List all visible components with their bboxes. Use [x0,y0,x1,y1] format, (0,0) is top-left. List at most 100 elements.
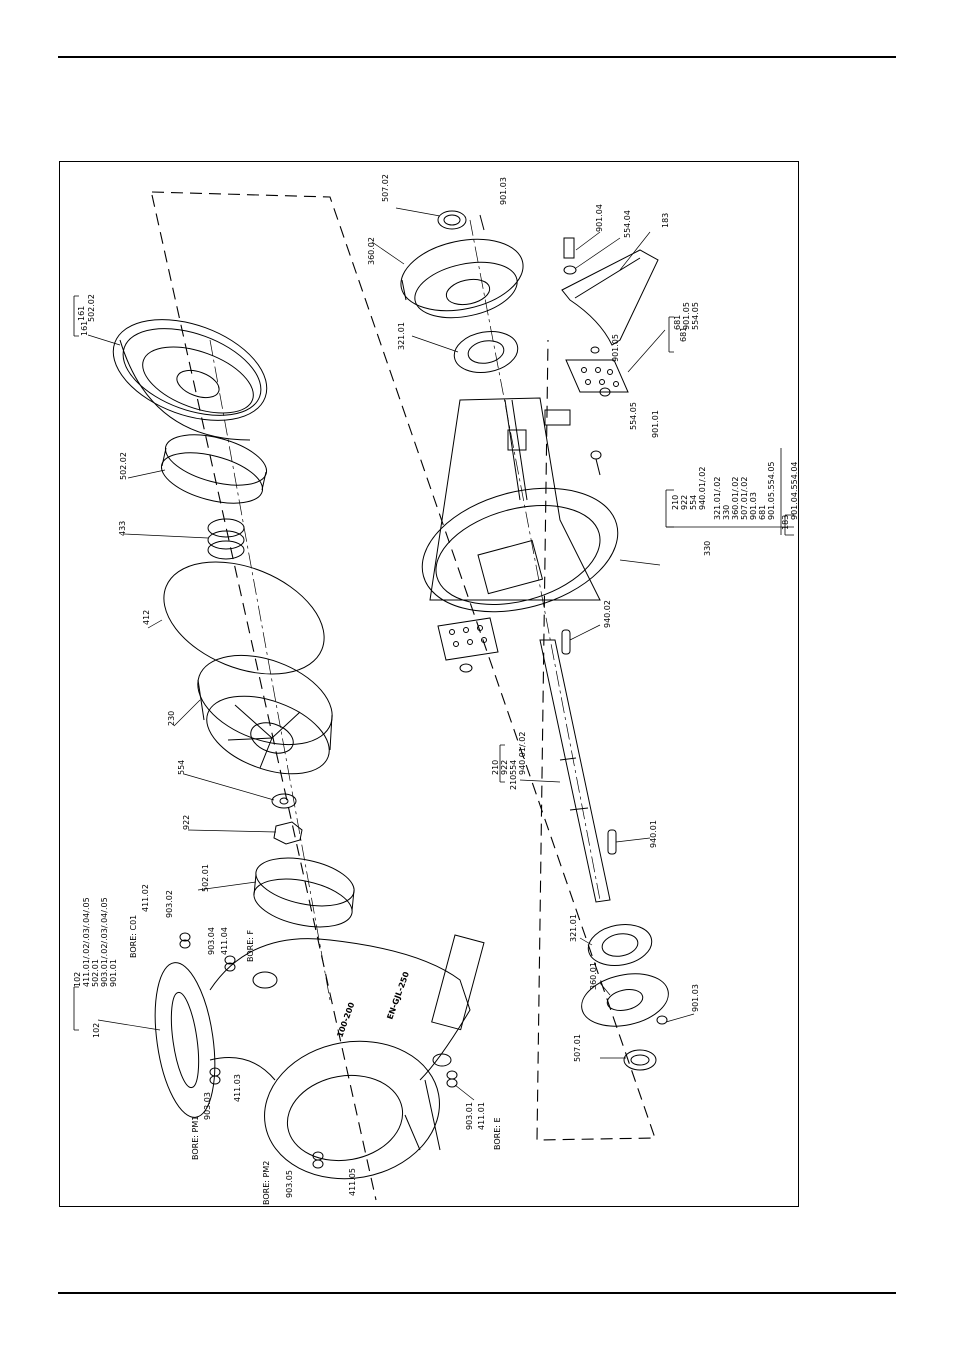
guard-plate-lower [437,617,499,661]
label-90103-top: 901.03 [499,177,508,205]
bearing-cover-36001 [581,973,669,1027]
shaft-210 [539,629,617,903]
washer-554 [271,793,297,809]
bearing-housing-330 [421,397,619,613]
label-bore-pm2: BORE: PM2 [262,1161,271,1205]
label-412: 412 [142,610,151,625]
label-210-shaft-group-2: 922 [500,760,509,775]
label-210-shaft: 210 [509,775,518,790]
label-90101-housing: 901.01 [651,410,660,438]
label-330-group-4: 507.01/.02 [740,477,749,520]
label-50701: 507.01 [573,1034,582,1062]
label-681-group-2: 901.05 [682,302,691,330]
label-102-group-5: 901.01 [109,959,118,987]
label-bore-pm1: BORE: PM1 [191,1116,200,1160]
label-90301: 903.01 [465,1102,474,1130]
bracket-lines [73,295,794,1031]
label-210-group-4: 940.01/.02 [698,467,707,510]
label-330-group-7: 901.05.554.05 [767,461,776,520]
label-102: 102 [92,1023,101,1038]
label-90304: 903.04 [207,927,216,955]
casing-cover-161 [112,319,268,441]
label-94001: 940.01 [649,820,658,848]
impeller-230 [197,654,333,775]
label-330-group-6: 681 [758,505,767,520]
label-41105: 411.05 [348,1168,357,1196]
label-41103: 411.03 [233,1074,242,1102]
label-210-shaft-group-4: 940.01/.02 [518,732,527,775]
label-230: 230 [167,711,176,726]
label-90303: 903.03 [203,1092,212,1120]
mechanical-seal-433 [207,518,245,560]
label-41101: 411.01 [477,1102,486,1130]
label-90104: 901.04 [595,204,604,232]
label-554: 554 [177,760,186,775]
label-90305: 903.05 [285,1170,294,1198]
label-681: 681 [679,327,688,342]
bearing-32101-top [453,331,519,373]
label-161: 161 [80,321,89,336]
label-210-shaft-group-3: 554 [509,760,518,775]
label-433: 433 [118,521,127,536]
label-330-group-1: 321.01/.02 [713,477,722,520]
bearing-cover-36002 [400,238,524,319]
header-rule [58,56,896,58]
label-50201: 502.01 [201,864,210,892]
label-bore-e: BORE: E [493,1117,502,1150]
label-183-group-2: 901.04.554.04 [790,461,799,520]
label-210-shaft-group-1: 210 [491,760,500,775]
label-922: 922 [182,815,191,830]
casting-mark-size: 100-200 [335,1001,356,1039]
wear-ring-50202 [160,434,268,504]
label-36001: 360.01 [589,962,598,990]
label-102-group-4: 903.01/.02/.03/.04/.05 [100,897,109,987]
volute-casing-102 [154,934,485,1180]
label-90302: 903.02 [165,890,174,918]
label-55404: 554.04 [623,210,632,238]
center-axis [209,219,601,1001]
label-102-group-3: 502.01 [91,959,100,987]
label-210-group-3: 554 [689,495,698,510]
label-210-group-1: 210 [671,495,680,510]
label-50202: 502.02 [119,452,128,480]
label-681-group-3: 554.05 [691,302,700,330]
leader-lines [87,207,695,1101]
label-183-group-1: 183 [781,515,790,530]
label-330-group-2: 330 [722,505,731,520]
seal-50701 [623,1049,657,1071]
label-330-group-5: 901.03 [749,492,758,520]
guard-plate-681 [565,359,629,393]
label-94002: 940.02 [603,600,612,628]
label-36002: 360.02 [367,237,376,265]
casting-mark-material: EN-GJL-250 [385,970,411,1021]
label-681-group-1: 681 [673,315,682,330]
assembly-boundary [151,191,656,1201]
label-161-group: 161 [77,306,86,321]
plugs [179,932,458,1169]
label-55405: 554.05 [629,402,638,430]
drawing-frame [59,161,799,1207]
bearing-32101-bottom [587,924,653,966]
label-50202-group: 502.02 [87,294,96,322]
label-bore-c01: BORE: C01 [129,915,138,958]
label-41102: 411.02 [141,884,150,912]
label-210-group-2: 922 [680,495,689,510]
label-50702: 507.02 [381,174,390,202]
label-183: 183 [661,213,670,228]
o-ring-412 [163,561,325,675]
label-32101-bottom: 321.01 [569,914,578,942]
label-102-group-2: 411.01/.02/.03/.04/.05 [82,897,91,987]
nut-922 [273,821,303,845]
label-102-group-1: 102 [73,972,82,987]
seal-50702 [437,210,467,230]
label-330-group-3: 360.01/.02 [731,477,740,520]
label-90103-bottom: 901.03 [691,984,700,1012]
label-330: 330 [703,541,712,556]
label-bore-f: BORE: F [246,930,255,962]
wear-ring-50201 [253,857,355,928]
footer-rule [58,1292,896,1294]
label-32101-top: 321.01 [397,322,406,350]
label-90105: 901.05 [611,334,620,362]
support-foot-183 [561,249,659,346]
